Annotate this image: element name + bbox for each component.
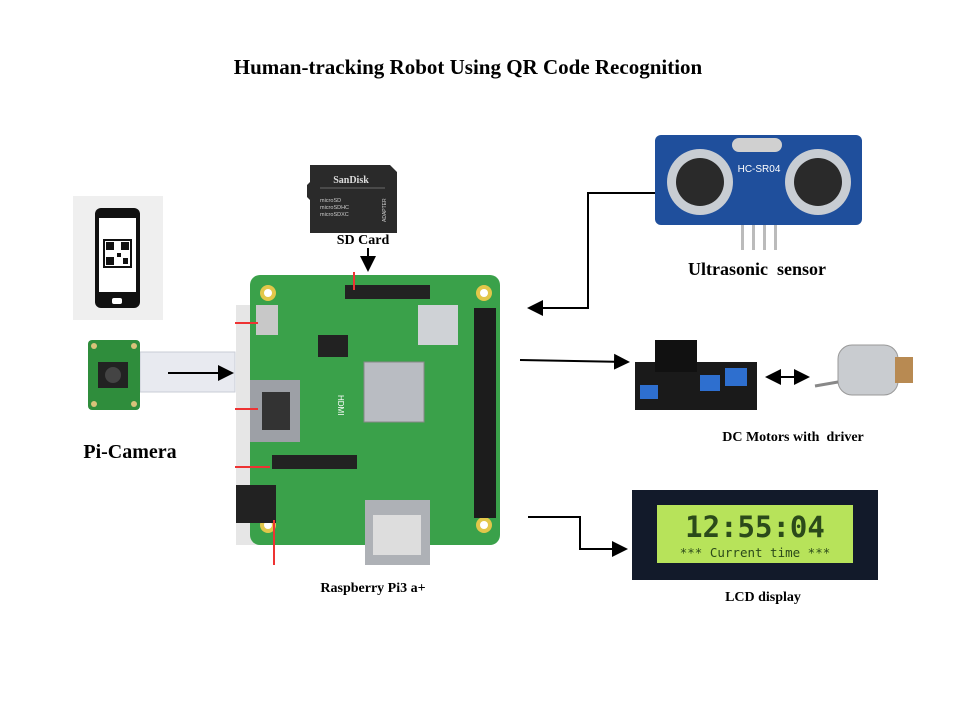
lcd-display-image: 12:55:04 *** Current time *** <box>632 490 878 580</box>
svg-text:ADAPTER: ADAPTER <box>382 198 388 222</box>
label-dc-motors: DC Motors with driver <box>722 430 864 445</box>
label-sd-card: SD Card <box>336 233 390 248</box>
motor-driver-image <box>635 340 757 410</box>
svg-text:*** Current time ***: *** Current time *** <box>680 545 831 560</box>
pi-to-lcd-arrow <box>528 516 628 557</box>
label-lcd-display: LCD display <box>725 590 801 605</box>
raspberry-pi-board-image: HDMI <box>235 272 500 565</box>
svg-text:HDMI: HDMI <box>336 395 345 415</box>
svg-text:microSDHC: microSDHC <box>320 205 349 211</box>
label-pi-camera: Pi-Camera <box>83 441 177 463</box>
dc-motor-image <box>814 344 913 396</box>
svg-text:SanDisk: SanDisk <box>333 175 369 186</box>
svg-text:microSDXC: microSDXC <box>320 212 349 218</box>
diagram-title: Human-tracking Robot Using QR Code Recog… <box>233 55 703 79</box>
svg-text:HC-SR04: HC-SR04 <box>738 164 781 175</box>
svg-text:12:55:04: 12:55:04 <box>685 510 825 544</box>
pi-to-driver-arrow <box>519 353 630 370</box>
ultrasonic-sensor-image: HC-SR04 <box>655 135 862 250</box>
sd-card-image: SanDisk microSD microSDHC microSDXC ADAP… <box>307 165 397 233</box>
label-ultrasonic-sensor: Ultrasonic sensor <box>688 259 826 279</box>
svg-text:microSD: microSD <box>320 198 341 204</box>
pi-camera-image <box>88 340 236 410</box>
smartphone-qr-image <box>73 196 163 320</box>
sensor-to-pi-arrow <box>527 192 655 316</box>
label-raspberry-pi: Raspberry Pi3 a+ <box>320 581 426 596</box>
